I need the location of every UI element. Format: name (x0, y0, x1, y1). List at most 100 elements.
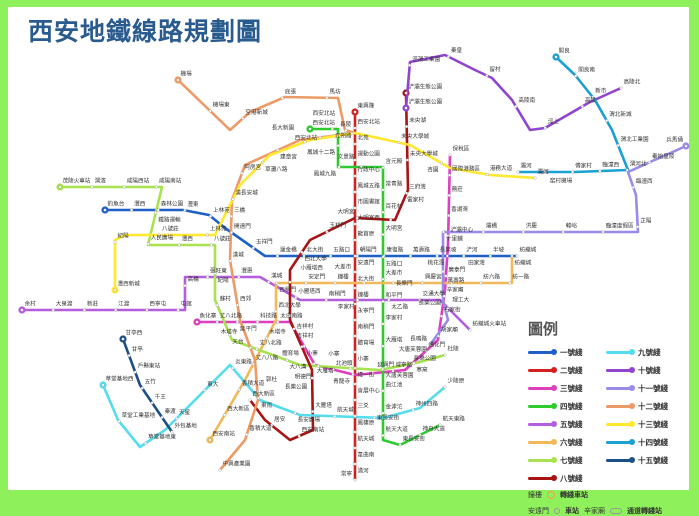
station-marker[interactable] (302, 254, 306, 258)
station-marker[interactable] (488, 254, 492, 258)
station-label[interactable]: 鳳城九路 (314, 170, 337, 178)
station-label[interactable]: 機場 (181, 70, 193, 78)
station-label[interactable]: 漢長安城 (235, 189, 258, 197)
station-label[interactable]: 長安廣場 (298, 416, 321, 424)
station-label[interactable]: 天星 (179, 409, 191, 416)
station-marker[interactable] (267, 280, 271, 284)
station-label[interactable]: 元朔路 (335, 132, 352, 140)
station-marker[interactable] (408, 63, 412, 67)
station-marker[interactable] (183, 208, 187, 212)
station-label[interactable]: 草堂基地東 (148, 433, 176, 441)
station-marker[interactable] (276, 148, 280, 152)
station-marker[interactable] (270, 423, 274, 427)
station-label[interactable]: 甘亭西 (126, 329, 143, 337)
station-marker[interactable] (447, 214, 451, 218)
station-label[interactable]: 北苑 (358, 134, 370, 142)
station-marker[interactable] (353, 350, 357, 354)
station-label[interactable]: 草堂工業基地 (122, 411, 156, 419)
station-label[interactable]: 浐灞生態公園 (409, 98, 443, 106)
station-label[interactable]: 含元殿 (386, 157, 403, 165)
station-marker[interactable] (533, 176, 537, 180)
station-label[interactable]: 大差市 (386, 269, 403, 277)
station-label[interactable]: 文景路 (338, 153, 355, 161)
station-marker[interactable] (333, 414, 337, 418)
station-label[interactable]: 小寨 (328, 350, 340, 358)
station-label[interactable]: 魚化寨 (200, 312, 217, 320)
station-label[interactable]: 南稍門 (358, 323, 375, 331)
station-marker[interactable] (448, 153, 452, 157)
station-marker[interactable] (485, 173, 489, 177)
station-label[interactable]: 大明宮西 (358, 214, 381, 222)
station-label[interactable]: 行政中心 (358, 166, 381, 174)
station-marker[interactable] (391, 369, 395, 373)
station-marker[interactable] (90, 185, 94, 189)
station-marker[interactable] (605, 119, 609, 123)
station-marker[interactable] (229, 214, 233, 218)
station-marker[interactable] (515, 254, 519, 258)
station-marker[interactable] (248, 398, 252, 402)
station-marker[interactable] (248, 346, 252, 350)
station-marker[interactable] (241, 116, 245, 120)
station-marker[interactable] (411, 408, 415, 412)
station-marker[interactable] (265, 336, 269, 340)
station-label[interactable]: 渭河北 (630, 160, 647, 168)
station-label[interactable]: 和平門 (386, 291, 403, 299)
station-marker[interactable] (333, 281, 337, 285)
station-marker[interactable] (619, 86, 623, 90)
station-marker[interactable] (344, 128, 348, 132)
station-marker[interactable] (275, 254, 279, 258)
station-marker[interactable] (446, 55, 450, 59)
station-marker[interactable] (409, 363, 413, 367)
station-label[interactable]: 兵馬俑 (666, 136, 683, 144)
station-label[interactable]: 灞河 (538, 168, 550, 176)
station-label[interactable]: 廣泰門 (448, 266, 465, 274)
station-marker[interactable] (154, 211, 158, 215)
station-label[interactable]: 延平門 (240, 325, 257, 333)
station-label[interactable]: 三府灣 (409, 183, 426, 191)
station-marker[interactable] (404, 91, 408, 95)
station-marker[interactable] (561, 230, 565, 234)
metro-line-5[interactable] (22, 275, 471, 331)
station-label[interactable]: 康復路 (386, 246, 403, 254)
station-marker[interactable] (237, 275, 241, 279)
station-marker[interactable] (348, 366, 352, 370)
station-label[interactable]: 鳳城五路 (358, 182, 381, 190)
station-label[interactable]: 長大新園 (272, 123, 295, 131)
station-marker[interactable] (294, 296, 298, 300)
station-label[interactable]: 北池頭 (336, 359, 353, 367)
station-marker[interactable] (447, 193, 451, 197)
station-label[interactable]: 臨潼度假區 (606, 222, 634, 230)
station-label[interactable]: 機場東 (213, 101, 230, 109)
station-label[interactable]: 浐灞中心 (451, 225, 474, 233)
station-marker[interactable] (274, 309, 278, 313)
station-marker[interactable] (428, 343, 432, 347)
station-label[interactable]: 千王 (155, 392, 167, 400)
station-marker[interactable] (443, 353, 447, 357)
station-label[interactable]: 留村 (489, 65, 501, 73)
station-label[interactable]: 李家村 (338, 303, 355, 311)
station-marker[interactable] (351, 372, 355, 376)
station-label[interactable]: 桃花潭 (428, 258, 445, 266)
station-marker[interactable] (381, 433, 385, 437)
station-marker[interactable] (122, 185, 126, 189)
station-label[interactable]: 五路口 (333, 246, 350, 254)
station-marker[interactable] (337, 165, 341, 169)
station-label[interactable]: 安遠門 (358, 259, 375, 267)
station-label[interactable]: 百花村 (386, 202, 403, 210)
station-label[interactable]: 常青路 (386, 179, 403, 187)
station-label[interactable]: 戶縣東站 (138, 362, 161, 370)
station-label[interactable]: 傅家村 (575, 162, 592, 170)
station-label[interactable]: 西安北站 (295, 133, 318, 141)
station-label[interactable]: 屯館 (181, 300, 193, 308)
station-marker[interactable] (381, 300, 385, 304)
station-label[interactable]: 科技路 (260, 312, 277, 320)
station-marker[interactable] (372, 416, 376, 420)
station-marker[interactable] (389, 218, 393, 222)
station-marker[interactable] (257, 396, 261, 400)
station-label[interactable]: 石家街 (444, 306, 461, 314)
station-marker[interactable] (353, 398, 357, 402)
station-label[interactable]: 永寧門 (358, 307, 375, 315)
station-label[interactable]: 鳳棲原 (358, 419, 375, 427)
station-marker[interactable] (353, 126, 357, 130)
station-marker[interactable] (329, 254, 333, 258)
